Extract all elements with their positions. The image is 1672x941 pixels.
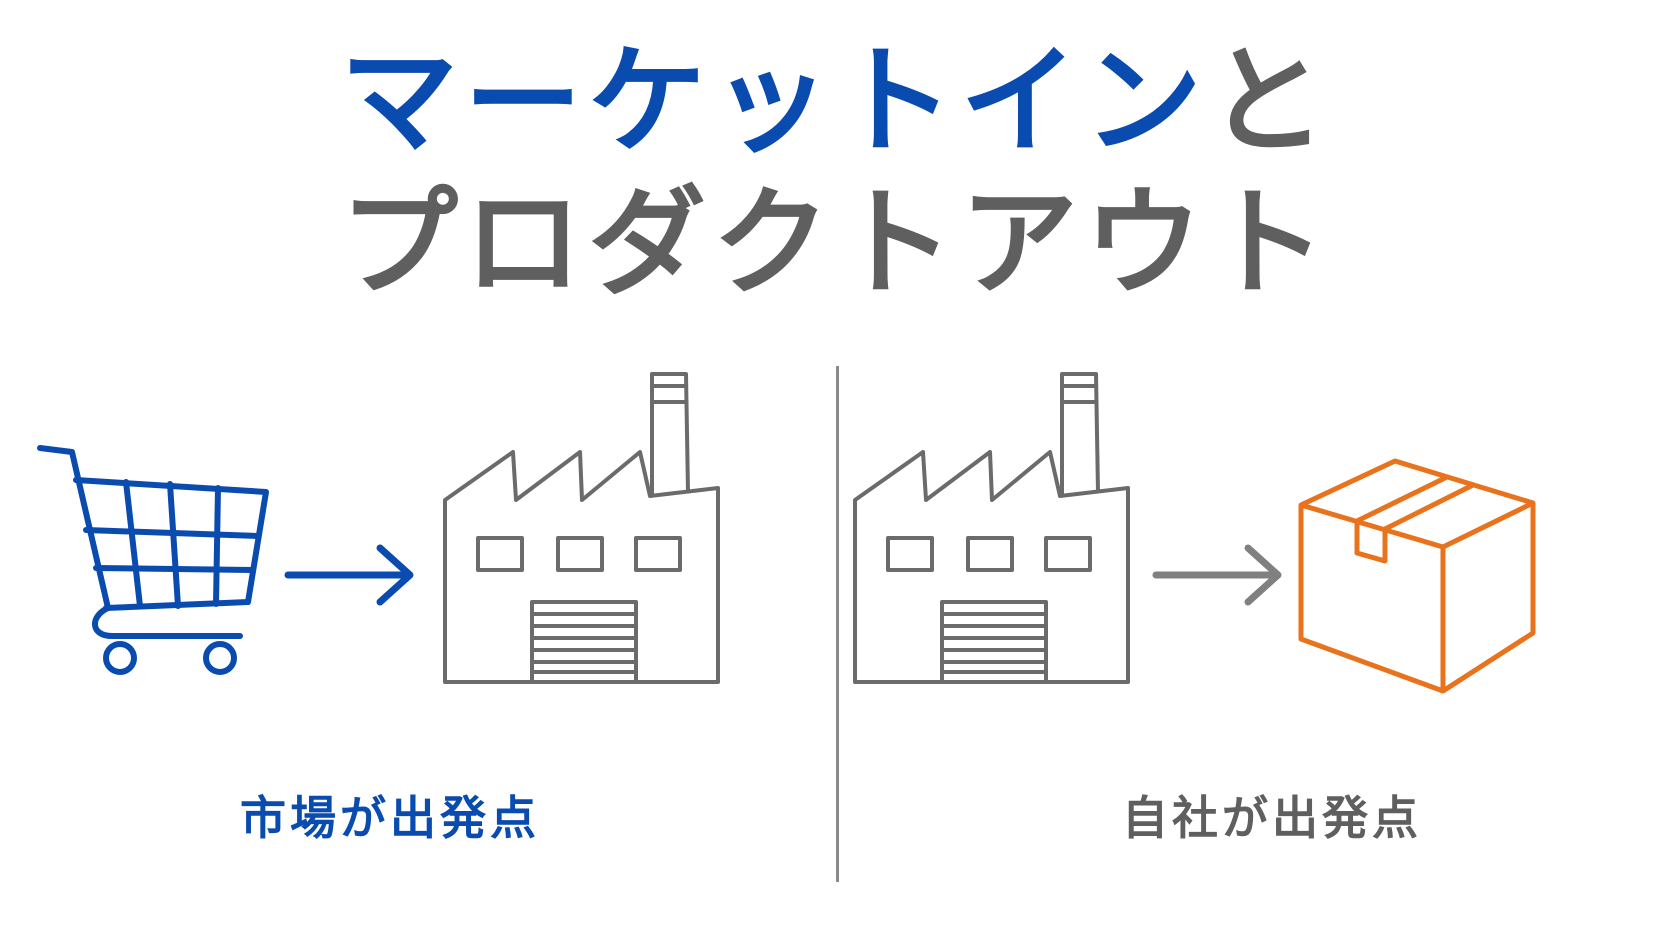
factory-icon [443,372,720,684]
title-line-1: マーケットインと [0,42,1672,160]
caption-market-start: 市場が出発点 [240,791,540,845]
center-divider [836,366,839,882]
title-connector: と [1208,32,1333,170]
box-icon [1298,458,1536,694]
factory-icon [853,372,1130,684]
title-line-2: プロダクトアウト [0,184,1672,302]
arrow-right-icon [1152,544,1282,606]
arrow-right-icon [284,544,414,606]
shopping-cart-icon [37,445,269,675]
title-market-in: マーケットイン [339,32,1208,170]
title-product-out: プロダクトアウト [339,174,1332,312]
caption-company-start: 自社が出発点 [1122,791,1422,845]
